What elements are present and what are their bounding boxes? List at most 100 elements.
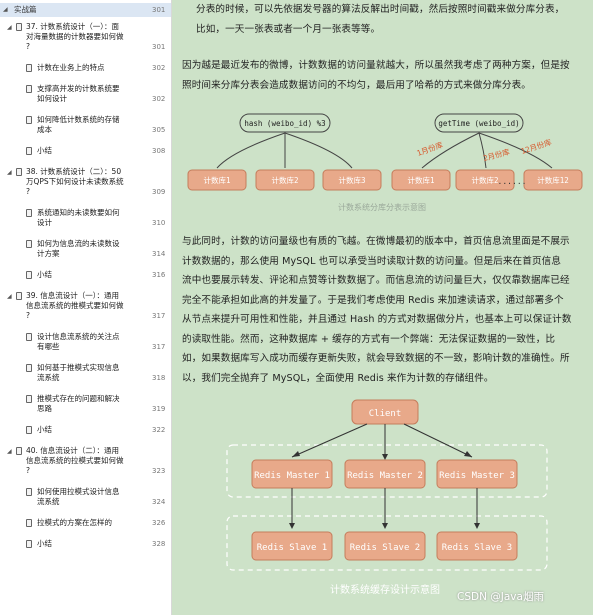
collapse-icon[interactable]: ◢ (7, 448, 12, 455)
toc-item-label: 思路 (37, 404, 52, 413)
collapse-icon[interactable]: ◢ (3, 6, 8, 13)
arrow-head (474, 523, 480, 529)
paragraph-line: 分表的时候，可以先依据发号器的算法反解出时间戳，然后按照时间戳来做分库分表， (196, 4, 565, 15)
collapse-icon[interactable]: ◢ (7, 24, 12, 31)
toc-item-label: 推模式存在的问题和解决 (37, 394, 120, 403)
paragraph-line: 从节点来提升可用性和性能，并且通过 Hash 的方式对数据做分片，也基本上可以保… (182, 314, 572, 325)
toc-page-number: 301 (152, 43, 166, 51)
month-label: 2月份库 (482, 146, 511, 163)
bookmark-icon (26, 64, 32, 72)
toc-item-label: 38. 计数系统设计（二）：50 (26, 167, 122, 176)
toc-page-number: 328 (152, 540, 166, 548)
arrow (403, 423, 473, 458)
redis-slave-node (436, 531, 518, 561)
toc-page-number: 322 (152, 426, 166, 434)
toc-item-label: 39. 信息流设计（一）：通用 (26, 291, 120, 300)
toc-page-number: 326 (152, 519, 166, 527)
arrow-head (464, 451, 472, 457)
arrow-head (382, 454, 388, 460)
toc-page-number: 308 (152, 147, 166, 155)
db-node-label: 计数库1 (407, 175, 434, 185)
bookmark-icon (16, 23, 22, 31)
redis-master-node-label: Redis Master 1 (254, 471, 330, 481)
toc-page-number: 314 (152, 250, 166, 258)
toc-subsection-item[interactable]: 小结 322 (0, 425, 171, 441)
toc-page-number: 316 (152, 271, 166, 279)
toc-subsection-item[interactable]: 拉模式的方案在怎样的 326 (0, 518, 171, 534)
toc-item-label: 万QPS下如何设计未读数系统 (26, 177, 124, 186)
bookmark-icon (16, 168, 22, 176)
toc-subsection-item[interactable]: 小结 308 (0, 146, 171, 162)
db-node-label: 计数库1 (203, 175, 230, 185)
toc-item-label: 支撑高并发的计数系统要 (37, 84, 120, 93)
paragraph-3: 与此同时，计数的访问量级也有质的飞越。在微博最初的版本中，首页信息流里面是不展示… (182, 232, 572, 388)
toc-item-label: 对海量数据的计数器要如何做 (26, 32, 124, 41)
toc-item-label: 设计 (37, 218, 52, 227)
db-node-label: 计数库2 (471, 175, 498, 185)
paragraph-line: 以，我们完全抛弃了 MySQL，全面使用 Redis 来作为计数的存储组件。 (182, 372, 494, 384)
toc-page-number: 302 (152, 95, 166, 103)
bookmark-icon (26, 333, 32, 341)
toc-item-label: 小结 (37, 425, 52, 434)
db-node (391, 169, 451, 191)
toc-item-label: 拉模式的方案在怎样的 (37, 518, 112, 527)
connector-line (216, 132, 286, 169)
paragraph-line: 的读取性能。然而，这种数据库 + 缓存的方式有一个弊端：无法保证数据的一致性，比 (182, 333, 556, 345)
sharding-diagram: hash (weibo_id) %3 getTime (weibo_id) 1月… (187, 113, 583, 212)
bookmark-icon (26, 116, 32, 124)
collapse-icon[interactable]: ◢ (7, 293, 12, 300)
toc-chapter-item[interactable]: ◢39. 信息流设计（一）：通用信息流系统的推模式要如何做?317 (0, 291, 171, 327)
redis-slave-node (344, 531, 426, 561)
db-node-label: 计数库2 (271, 175, 298, 185)
toc-item-label: 计数在业务上的特点 (37, 63, 105, 72)
paragraph-line: 完全不能承担如此高的并发量了。于是我们考虑使用 Redis 来加速读请求，通过部… (182, 294, 564, 306)
collapse-icon[interactable]: ◢ (7, 169, 12, 176)
hash-node (239, 113, 331, 133)
db-node (455, 169, 515, 191)
db-node-label: 计数库12 (537, 175, 569, 185)
bookmark-icon (26, 209, 32, 217)
toc-item-label: 如何使用拉模式设计信息 (37, 487, 120, 496)
hash-node-label: hash (weibo_id) %3 (244, 119, 325, 128)
toc-item-label: 如何基于推模式实现信息 (37, 363, 120, 372)
paragraph-2: 因为越是最近发布的微博，计数数据的访问量就越大，所以虽然我考虑了两种方案，但是按… (182, 56, 570, 95)
connector-line (284, 132, 353, 169)
redis-master-node-label: Redis Master 3 (439, 471, 515, 481)
toc-subsection-item[interactable]: 系统通知的未读数要如何设计 310 (0, 208, 171, 234)
toc-item-label: 流系统 (37, 497, 60, 506)
paragraph-line: 计数数据的，那么使用 MySQL 也可以承受当时读取计数的访问量。但是后来在首页… (182, 255, 562, 267)
toc-item-label: 系统通知的未读数要如何 (37, 208, 120, 217)
toc-item-label: 设计信息流系统的关注点 (37, 332, 120, 341)
toc-item-label: 计方案 (37, 249, 60, 258)
connector-line (421, 132, 480, 169)
toc-item-label: 如何降低计数系统的存储 (37, 115, 120, 124)
toc-item-label: 小结 (37, 146, 52, 155)
redis-slave-node-label: Redis Slave 2 (350, 543, 420, 553)
redis-master-node-label: Redis Master 2 (347, 471, 423, 481)
db-node (523, 169, 583, 191)
bookmark-icon (26, 364, 32, 372)
toc-chapter-item[interactable]: ◢37. 计数系统设计（一）：面对海量数据的计数器要如何做?301 (0, 22, 171, 58)
bookmark-icon (26, 426, 32, 434)
paragraph-line: 照时间来分库分表会造成数据访问的不均匀，最后用了哈希的方式来做分库分表。 (182, 79, 531, 91)
toc-item-label: ? (26, 466, 30, 475)
toc-page-number: 301 (152, 6, 166, 14)
redis-slave-node-label: Redis Slave 1 (257, 543, 327, 553)
month-label: 12月份库 (520, 136, 554, 155)
toc-item-label: 流系统 (37, 373, 60, 382)
arrow-head (289, 523, 295, 529)
toc-chapter-item[interactable]: ◢40. 信息流设计（二）：通用信息流系统的拉模式要如何做?323 (0, 446, 171, 482)
toc-page-number: 310 (152, 219, 166, 227)
